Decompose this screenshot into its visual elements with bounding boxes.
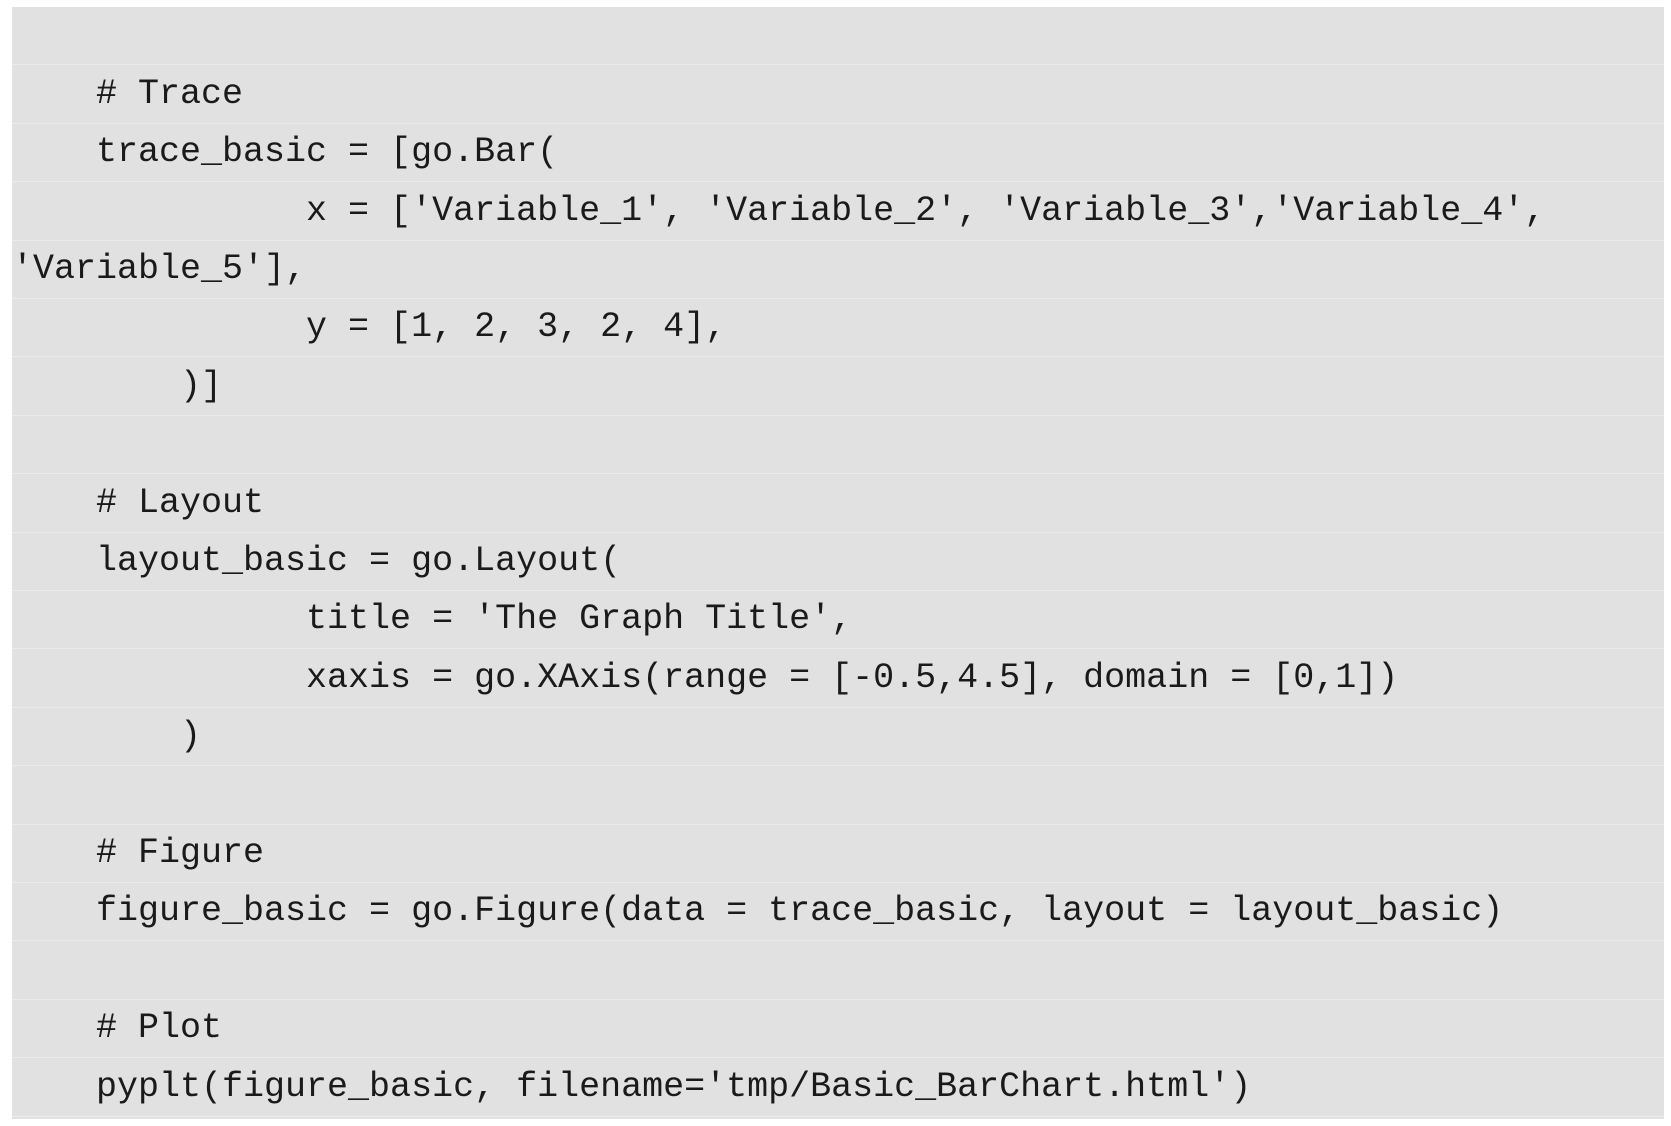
code-line-text: xaxis = go.XAxis(range = [-0.5,4.5], dom… [12,657,1399,698]
code-line [12,941,1664,1000]
code-line-text: figure_basic = go.Figure(data = trace_ba… [12,891,1504,932]
code-line-text: 'Variable_5'], [12,248,307,289]
code-line-text: pyplt(figure_basic, filename='tmp/Basic_… [12,1066,1252,1107]
code-line-text: layout_basic = go.Layout( [12,540,622,581]
code-line-text: trace_basic = [go.Bar( [12,132,559,173]
code-line: xaxis = go.XAxis(range = [-0.5,4.5], dom… [12,649,1664,708]
code-line [12,416,1664,475]
code-line: # Figure [12,825,1664,883]
code-line: title = 'The Graph Title', [12,591,1664,650]
code-line: layout_basic = go.Layout( [12,533,1664,591]
code-line: y = [1, 2, 3, 2, 4], [12,299,1664,358]
code-line-text: # Trace [12,73,244,114]
code-line-text: # Plot [12,1008,223,1049]
code-line: trace_basic = [go.Bar( [12,124,1664,183]
code-line: # Trace [12,65,1664,124]
code-line: # Plot [12,1000,1664,1059]
code-line [12,766,1664,825]
code-line: # Layout [12,474,1664,533]
code-line: pyplt(figure_basic, filename='tmp/Basic_… [12,1058,1664,1117]
code-line: figure_basic = go.Figure(data = trace_ba… [12,883,1664,942]
code-line-text: ) [12,716,202,757]
code-line-text: x = ['Variable_1', 'Variable_2', 'Variab… [12,190,1546,231]
code-line: )] [12,357,1664,416]
code-line: x = ['Variable_1', 'Variable_2', 'Variab… [12,182,1664,241]
code-line: ) [12,708,1664,767]
code-line: 'Variable_5'], [12,241,1664,299]
code-line [12,7,1664,66]
code-line-text: y = [1, 2, 3, 2, 4], [12,307,727,348]
code-block: # Trace trace_basic = [go.Bar( x = ['Var… [12,7,1664,1119]
code-line-text: )] [12,365,223,406]
code-line-text: title = 'The Graph Title', [12,599,853,640]
code-line-text: # Layout [12,482,265,523]
code-line-text: # Figure [12,832,265,873]
